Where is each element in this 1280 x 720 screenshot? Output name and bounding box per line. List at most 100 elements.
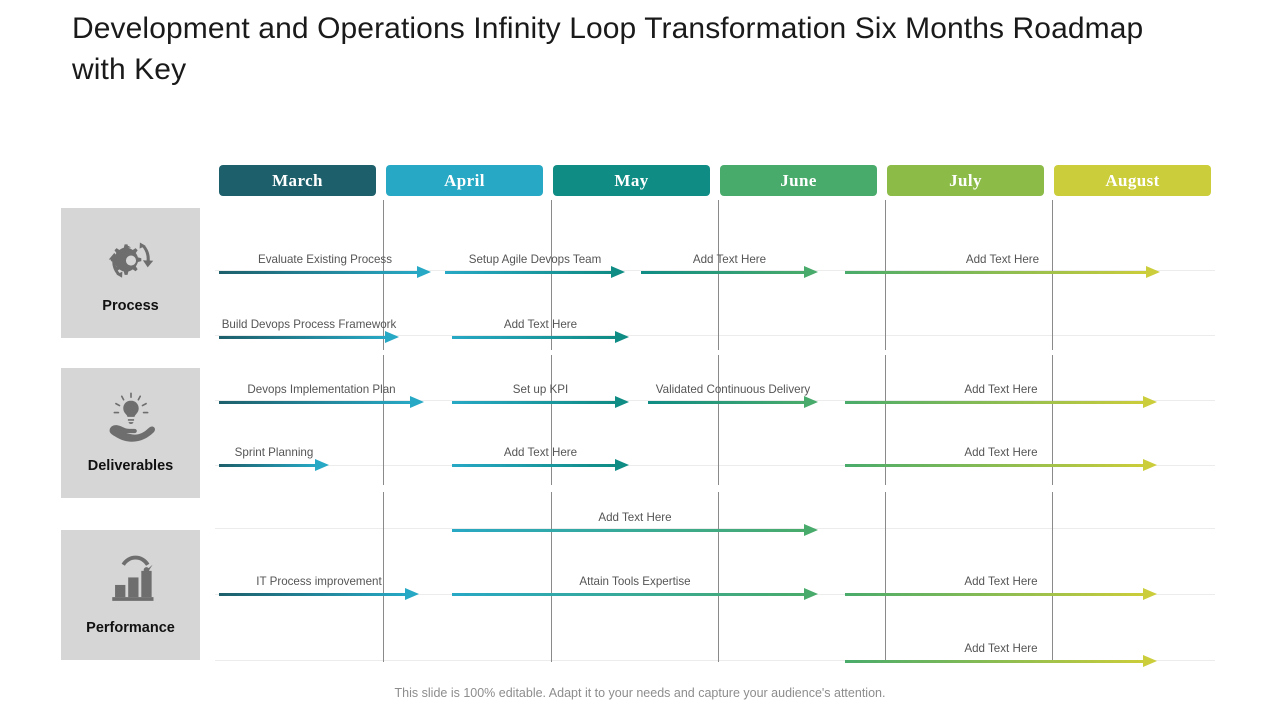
- month-divider-tick: [718, 492, 719, 662]
- month-header-july[interactable]: July: [887, 165, 1044, 196]
- arrow-head-icon: [410, 396, 424, 408]
- row-separator: [215, 660, 1215, 661]
- task-label: Setup Agile Devops Team: [468, 252, 602, 266]
- arrow-head-icon: [315, 459, 329, 471]
- page-title: Development and Operations Infinity Loop…: [72, 12, 1144, 87]
- month-divider-tick: [885, 200, 886, 350]
- arrow-line: [845, 464, 1144, 467]
- arrow-line: [452, 464, 616, 467]
- arrow-head-icon: [615, 331, 629, 343]
- bar-chart-gauge-icon: [101, 554, 161, 610]
- task-arrow[interactable]: Add Text Here: [452, 446, 629, 471]
- arrow-head-icon: [1143, 396, 1157, 408]
- task-arrow[interactable]: Set up KPI: [452, 383, 629, 408]
- arrow-line: [219, 336, 386, 339]
- task-arrow[interactable]: Build Devops Process Framework: [219, 318, 399, 343]
- arrow-head-icon: [405, 588, 419, 600]
- task-arrow[interactable]: Validated Continuous Delivery: [648, 383, 818, 408]
- arrow-head-icon: [385, 331, 399, 343]
- arrow-line: [845, 401, 1144, 404]
- hand-lightbulb-icon: [101, 392, 161, 448]
- task-arrow[interactable]: Add Text Here: [845, 253, 1160, 278]
- category-label: Process: [102, 298, 159, 314]
- month-divider-tick: [885, 355, 886, 485]
- arrow-line: [845, 271, 1147, 274]
- month-header-august[interactable]: August: [1054, 165, 1211, 196]
- arrow-head-icon: [1146, 266, 1160, 278]
- task-label: Add Text Here: [964, 382, 1038, 396]
- footer-note: This slide is 100% editable. Adapt it to…: [394, 686, 886, 700]
- month-header-april[interactable]: April: [386, 165, 543, 196]
- arrow-head-icon: [804, 524, 818, 536]
- month-divider-tick: [718, 200, 719, 350]
- task-label: Build Devops Process Framework: [221, 317, 397, 331]
- task-arrow[interactable]: Sprint Planning: [219, 446, 329, 471]
- category-card-deliverables[interactable]: Deliverables: [61, 368, 200, 498]
- task-label: Devops Implementation Plan: [247, 382, 396, 396]
- arrow-line: [445, 271, 612, 274]
- month-header-may[interactable]: May: [553, 165, 710, 196]
- task-label: Set up KPI: [512, 382, 569, 396]
- month-divider-tick: [1052, 355, 1053, 485]
- month-divider-tick: [551, 492, 552, 662]
- task-label: Add Text Here: [964, 641, 1038, 655]
- month-header-march[interactable]: March: [219, 165, 376, 196]
- arrow-line: [845, 660, 1144, 663]
- task-arrow[interactable]: Add Text Here: [845, 446, 1157, 471]
- task-label: Add Text Here: [964, 445, 1038, 459]
- task-arrow[interactable]: Evaluate Existing Process: [219, 253, 431, 278]
- arrow-head-icon: [1143, 588, 1157, 600]
- arrow-line: [648, 401, 805, 404]
- arrow-head-icon: [804, 396, 818, 408]
- arrow-head-icon: [615, 459, 629, 471]
- arrow-line: [452, 593, 805, 596]
- task-label: Add Text Here: [692, 252, 767, 266]
- arrow-line: [845, 593, 1144, 596]
- task-arrow[interactable]: Setup Agile Devops Team: [445, 253, 625, 278]
- task-arrow[interactable]: Attain Tools Expertise: [452, 575, 818, 600]
- arrow-line: [219, 271, 418, 274]
- task-arrow[interactable]: Add Text Here: [845, 383, 1157, 408]
- task-arrow[interactable]: Add Text Here: [845, 575, 1157, 600]
- row-separator: [215, 335, 1215, 336]
- task-label: Add Text Here: [964, 574, 1038, 588]
- gear-refresh-icon: [101, 232, 161, 288]
- category-label: Deliverables: [87, 458, 174, 474]
- task-arrow[interactable]: Devops Implementation Plan: [219, 383, 424, 408]
- month-divider-tick: [885, 492, 886, 662]
- task-label: Add Text Here: [503, 445, 578, 459]
- task-label: Sprint Planning: [234, 445, 314, 459]
- month-header-june[interactable]: June: [720, 165, 877, 196]
- row-separator: [215, 400, 1215, 401]
- task-arrow[interactable]: Add Text Here: [641, 253, 818, 278]
- row-separator: [215, 270, 1215, 271]
- row-separator: [215, 528, 1215, 529]
- task-arrow[interactable]: Add Text Here: [845, 642, 1157, 667]
- arrow-line: [219, 401, 411, 404]
- month-divider-tick: [383, 355, 384, 485]
- category-card-performance[interactable]: Performance: [61, 530, 200, 660]
- arrow-line: [452, 401, 616, 404]
- arrow-line: [641, 271, 805, 274]
- task-arrow[interactable]: Add Text Here: [452, 318, 629, 343]
- task-label: Add Text Here: [503, 317, 578, 331]
- category-card-process[interactable]: Process: [61, 208, 200, 338]
- arrow-head-icon: [417, 266, 431, 278]
- arrow-head-icon: [611, 266, 625, 278]
- arrow-line: [219, 593, 406, 596]
- task-label: Evaluate Existing Process: [257, 252, 393, 266]
- task-arrow[interactable]: Add Text Here: [452, 511, 818, 536]
- task-label: Add Text Here: [598, 510, 672, 524]
- month-divider-tick: [718, 355, 719, 485]
- arrow-head-icon: [804, 266, 818, 278]
- arrow-head-icon: [615, 396, 629, 408]
- task-arrow[interactable]: IT Process improvement: [219, 575, 419, 600]
- task-label: Add Text Here: [965, 252, 1040, 266]
- month-divider-tick: [551, 355, 552, 485]
- row-separator: [215, 465, 1215, 466]
- arrow-line: [452, 529, 805, 532]
- task-label: IT Process improvement: [256, 574, 382, 588]
- arrow-head-icon: [804, 588, 818, 600]
- task-label: Validated Continuous Delivery: [655, 382, 811, 396]
